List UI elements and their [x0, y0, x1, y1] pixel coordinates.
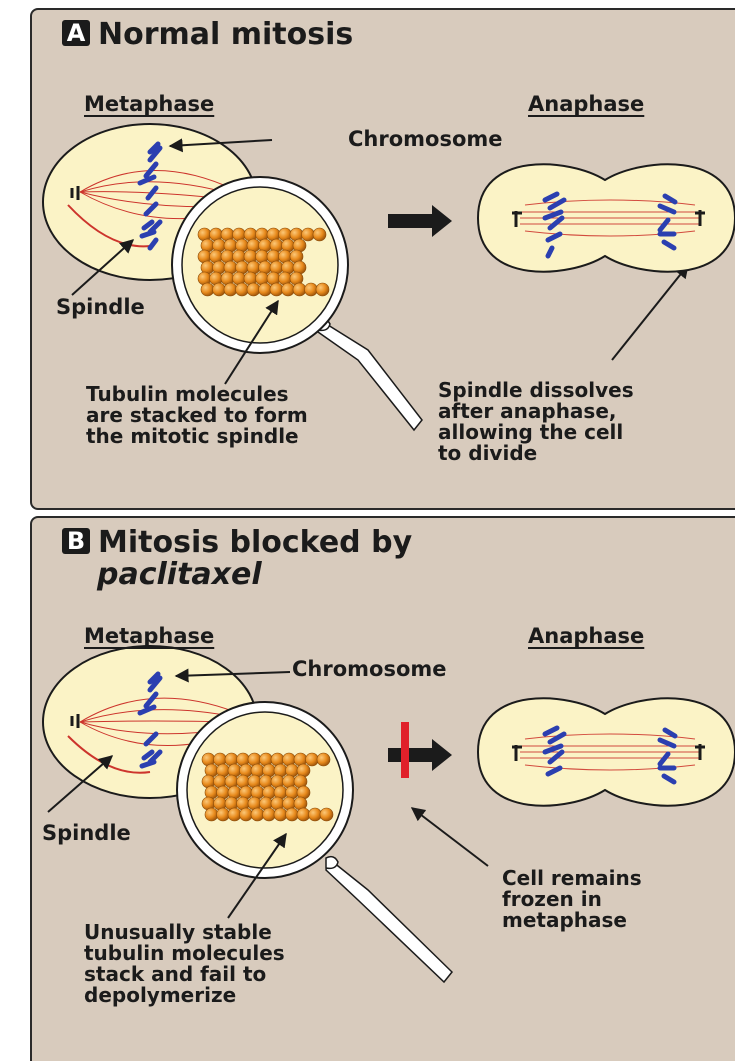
tubulin-molecule: [317, 753, 330, 766]
chromosome-label-b: Chromosome: [292, 658, 447, 680]
anaphase-label-a: Anaphase: [528, 92, 644, 116]
spindle-label-b: Spindle: [42, 822, 131, 844]
panel-a-title: A Normal mitosis: [62, 18, 353, 52]
anaphase-label-b: Anaphase: [528, 624, 644, 648]
tubulin-molecule: [274, 808, 287, 821]
tubulin-molecule: [320, 808, 333, 821]
tubulin-molecule: [201, 283, 214, 296]
metaphase-label-b: Metaphase: [84, 624, 214, 648]
spindle-label-a: Spindle: [56, 296, 145, 318]
tubulin-molecule: [282, 283, 295, 296]
panel-b-title-line1: Mitosis blocked by: [98, 525, 412, 560]
tubulin-molecule: [259, 283, 272, 296]
panel-b-badge: B: [62, 528, 90, 554]
tubulin-molecule: [306, 753, 319, 766]
progress-arrow-a: [388, 205, 452, 237]
frozen-pointer-b: [412, 808, 488, 866]
tubulin-molecule: [297, 808, 310, 821]
tubulin-molecule: [251, 808, 264, 821]
tubulin-molecule: [217, 808, 230, 821]
tubulin-molecule: [302, 228, 315, 241]
tubulin-note-a: Tubulin molecules are stacked to form th…: [86, 384, 308, 447]
dissolve-note-a: Spindle dissolves after anaphase, allowi…: [438, 380, 634, 464]
tubulin-molecule: [305, 283, 318, 296]
tubulin-molecule: [270, 283, 283, 296]
chromosome-label-a: Chromosome: [348, 128, 503, 150]
tubulin-molecule: [240, 808, 253, 821]
tubulin-molecule: [286, 808, 299, 821]
tubulin-molecule: [228, 808, 241, 821]
tubulin-molecule: [205, 808, 218, 821]
tubulin-molecule: [313, 228, 326, 241]
anaphase-cell-b: [478, 698, 735, 805]
tubulin-molecule: [236, 283, 249, 296]
anaphase-cell-a: [478, 164, 735, 271]
tubulin-molecule: [247, 283, 260, 296]
panel-b-title-line2: paclitaxel: [97, 558, 262, 592]
tubulin-molecule: [263, 808, 276, 821]
tubulin-molecule: [224, 283, 237, 296]
blocked-arrow-b: [388, 739, 452, 771]
frozen-note-b: Cell remains frozen in metaphase: [502, 868, 642, 931]
tubulin-molecule: [293, 283, 306, 296]
tubulin-note-b: Unusually stable tubulin molecules stack…: [84, 922, 285, 1006]
tubulin-molecule: [316, 283, 329, 296]
block-bar: [401, 722, 409, 778]
tubulin-molecule: [309, 808, 322, 821]
panel-a-badge: A: [62, 20, 90, 46]
dissolve-pointer-a: [612, 265, 688, 360]
tubulin-molecule: [213, 283, 226, 296]
panel-b-title: B Mitosis blocked by: [62, 526, 412, 560]
panel-a-title-text: Normal mitosis: [98, 17, 353, 52]
metaphase-label-a: Metaphase: [84, 92, 214, 116]
